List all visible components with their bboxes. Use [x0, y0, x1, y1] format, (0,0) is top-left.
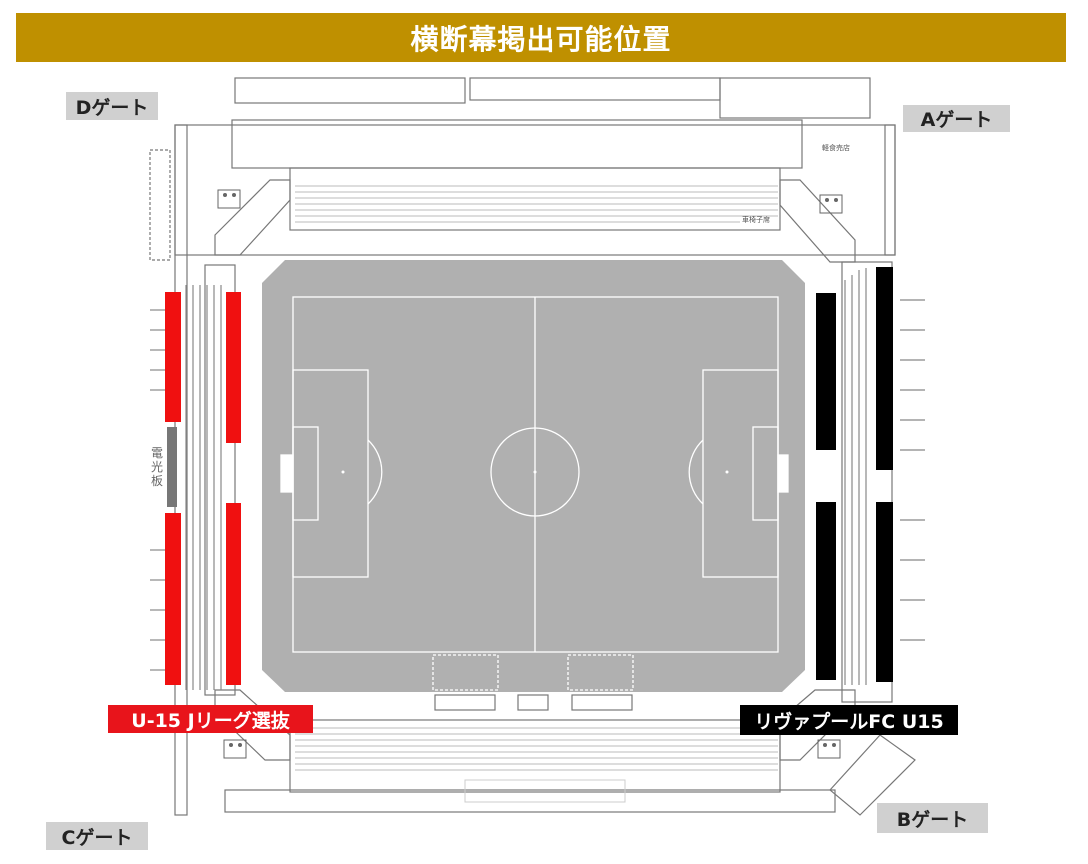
scoreboard-label: 電光板	[150, 446, 163, 488]
gate-a-label: Aゲート	[903, 105, 1010, 132]
gate-b-label: Bゲート	[877, 803, 988, 833]
away-banner-areas	[816, 267, 893, 682]
scoreboard	[167, 427, 177, 507]
page-title: 横断幕掲出可能位置	[16, 13, 1066, 62]
home-banner-area	[226, 292, 241, 443]
gate-d-label: Dゲート	[66, 92, 158, 120]
home-banner-areas	[165, 292, 241, 685]
away-team-label: リヴァプールFC U15	[740, 705, 958, 735]
pitch-lines	[280, 296, 789, 691]
right-stand	[844, 268, 925, 685]
toilet-icon	[817, 739, 841, 759]
away-banner-area	[876, 267, 893, 470]
snack-stand-label: 軽食売店	[822, 143, 850, 152]
toilet-icon	[223, 739, 247, 759]
left-stand	[150, 285, 222, 690]
top-seats	[295, 185, 778, 223]
toilet-icon	[819, 194, 843, 214]
pitch-surface	[262, 260, 805, 692]
home-banner-area	[165, 513, 181, 685]
away-banner-area	[816, 502, 836, 680]
home-banner-area	[226, 503, 241, 685]
home-banner-area	[165, 292, 181, 422]
bottom-seats	[295, 727, 778, 803]
gate-c-label: Cゲート	[46, 822, 148, 850]
home-team-label: U-15 Jリーグ選抜	[108, 705, 313, 733]
away-banner-area	[816, 293, 836, 450]
toilet-icon	[217, 189, 241, 209]
away-banner-area	[876, 502, 893, 682]
wheelchair-seats-label: 車椅子席	[742, 215, 770, 224]
